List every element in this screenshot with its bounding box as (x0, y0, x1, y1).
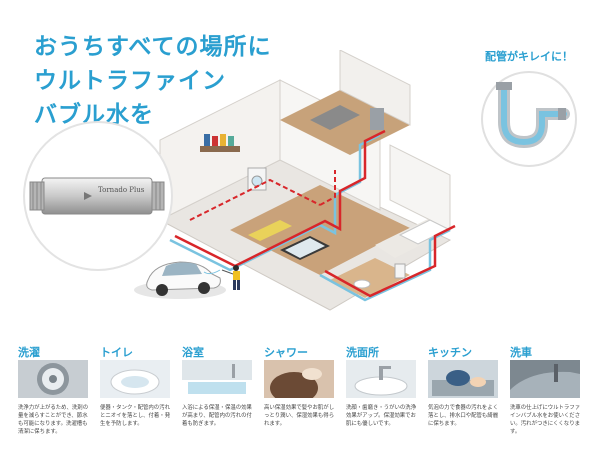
use-laundry: 洗濯 洗浄力が上がるため、洗剤の量を減らすことができ、節水も可能になります。洗濯… (18, 344, 94, 444)
bathtub-icon (182, 360, 252, 398)
use-washroom: 洗面所 洗顔・歯磨き・うがいの洗浄効果がアップ。保湿効果でお肌にも優しいです。 (346, 344, 422, 444)
headline: おうちすべての場所に ウルトラファイン バブル水を (34, 30, 294, 132)
kitchen-sink-icon (428, 360, 498, 398)
use-desc: 洗車の仕上げにウルトラファインバブル水をお使いください。汚れがつきにくくなります… (510, 405, 581, 435)
pipe-callout-label: 配管がキレイに！ (485, 50, 573, 63)
use-shower: シャワー 高い保湿効果で髪やお肌がしっとり潤い、保湿効果も得られます。 (264, 344, 340, 444)
use-carwash: 洗車 洗車の仕上げにウルトラファインバブル水をお使いください。汚れがつきにくくな… (510, 344, 586, 444)
use-kitchen: キッチン 気泡の力で食器の汚れをよく落とし、排水口や配管も綺麗に保ちます。 (428, 344, 504, 444)
use-title: トイレ (100, 346, 133, 359)
device-brand-label: Tornado Plus (98, 186, 145, 194)
shower-hair-icon (264, 360, 334, 398)
use-title: 洗面所 (346, 346, 379, 359)
car-wash-icon (510, 360, 580, 398)
washing-machine-icon (18, 360, 88, 398)
isometric-house-icon (134, 50, 456, 311)
pipe-callout: 配管がキレイに！ (474, 48, 584, 167)
use-title: シャワー (264, 346, 308, 359)
use-title: 洗濯 (18, 346, 40, 359)
device-circle: Tornado Plus (22, 120, 174, 272)
use-desc: 高い保湿効果で髪やお肌がしっとり潤い、保湿効果も得られます。 (264, 405, 335, 427)
use-desc: 気泡の力で食器の汚れをよく落とし、排水口や配管も綺麗に保ちます。 (428, 405, 499, 427)
pipe-u-trap-icon (481, 71, 577, 167)
use-desc: 洗浄力が上がるため、洗剤の量を減らすことができ、節水も可能になります。洗濯槽も清… (18, 405, 89, 435)
use-desc: 洗顔・歯磨き・うがいの洗浄効果がアップ。保湿効果でお肌にも優しいです。 (346, 405, 417, 427)
washbasin-icon (346, 360, 416, 398)
use-desc: 入浴による保湿・保温の効果が高まり、配管内の汚れの付着も防ぎます。 (182, 405, 252, 427)
use-toilet: トイレ 便器・タンク・配管内の汚れとニオイを落とし、付着・発生を予防します。 (100, 344, 176, 444)
use-title: キッチン (428, 346, 472, 359)
toilet-icon (100, 360, 170, 398)
use-title: 浴室 (182, 346, 204, 359)
uses-row: 洗濯 洗浄力が上がるため、洗剤の量を減らすことができ、節水も可能になります。洗濯… (18, 344, 594, 444)
use-title: 洗車 (510, 346, 532, 359)
use-bath: 浴室 入浴による保湿・保温の効果が高まり、配管内の汚れの付着も防ぎます。 (182, 344, 258, 444)
headline-line-1: おうちすべての場所に (34, 34, 272, 60)
headline-line-2: ウルトラファイン (34, 68, 226, 94)
use-desc: 便器・タンク・配管内の汚れとニオイを落とし、付着・発生を予防します。 (100, 405, 171, 427)
water-device-icon (23, 121, 173, 271)
